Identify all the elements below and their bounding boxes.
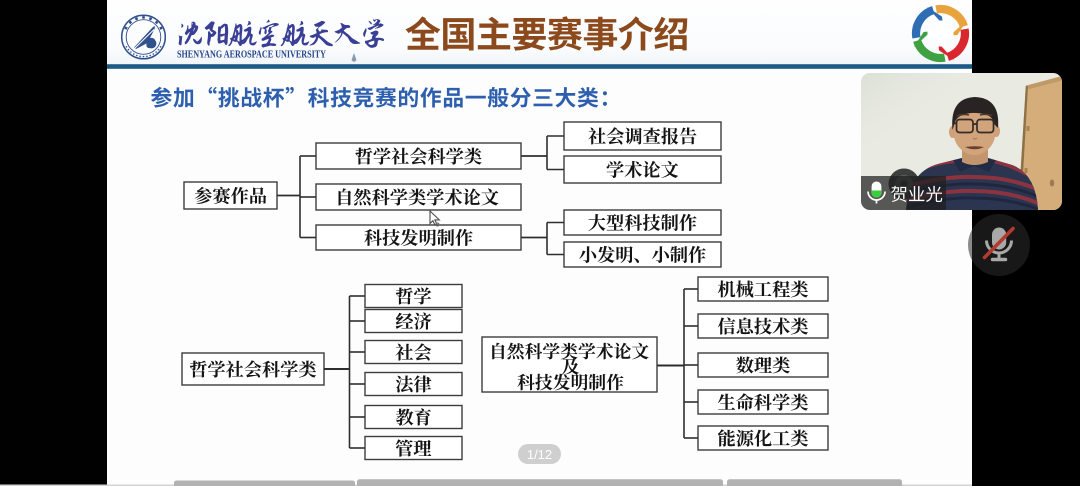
svg-text:SHENYANG AEROSPACE UNIVERSITY: SHENYANG AEROSPACE UNIVERSITY [177,50,327,61]
svg-text:1/12: 1/12 [527,447,552,462]
